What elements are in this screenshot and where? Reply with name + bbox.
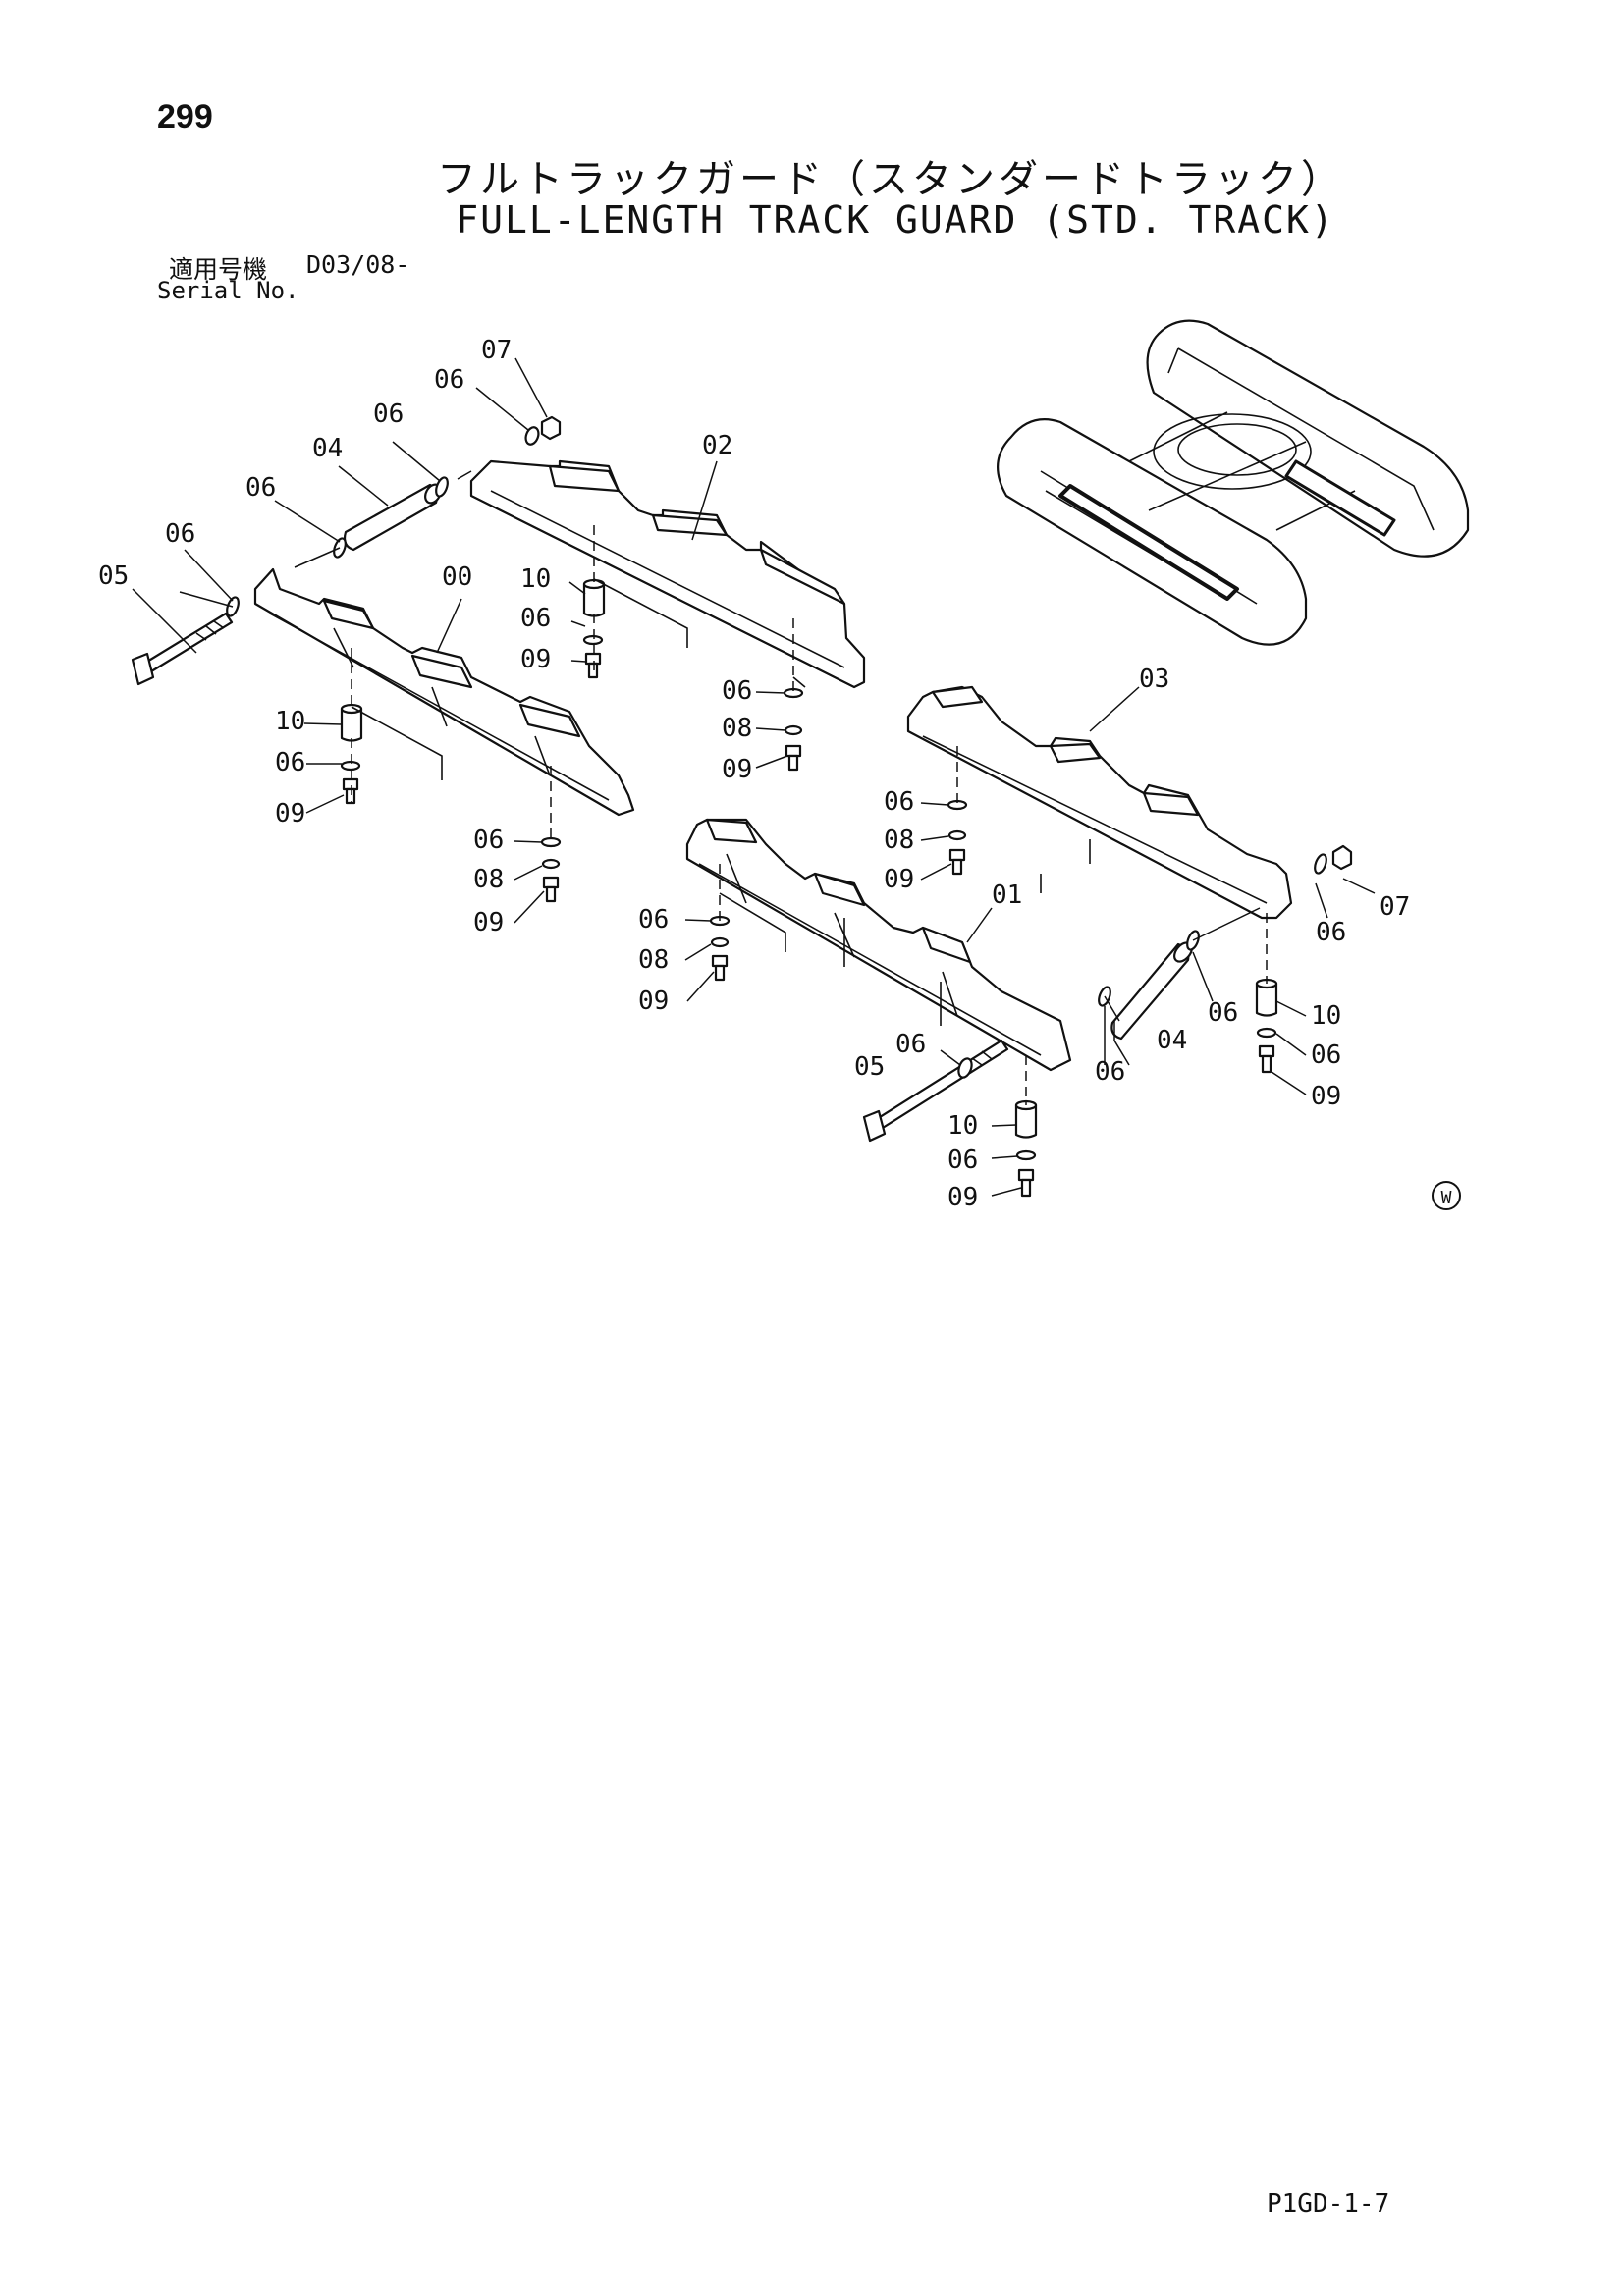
callout-03: 03 [1139,665,1169,694]
callout-07: 07 [481,336,512,365]
callout-05: 05 [854,1052,885,1082]
callout-06: 06 [245,473,276,503]
callout-05: 05 [98,561,129,591]
callout-10: 10 [520,564,551,594]
callout-09: 09 [1311,1082,1341,1111]
callout-06: 06 [373,400,404,429]
callout-labels: 07 06 06 04 06 06 05 02 00 10 06 09 10 0… [98,336,1410,1212]
callout-06: 06 [1316,918,1346,947]
callout-06: 06 [473,826,504,855]
callout-08: 08 [473,865,504,894]
callout-06: 06 [520,604,551,633]
title-english: FULL-LENGTH TRACK GUARD (STD. TRACK) [456,198,1335,241]
bolts-05 [131,612,1009,1143]
callout-07: 07 [1380,892,1410,922]
callout-06: 06 [1095,1057,1125,1087]
callout-04: 04 [1157,1026,1187,1055]
callout-06: 06 [1208,998,1238,1028]
track-guard-03 [906,685,1293,920]
callout-00: 00 [442,562,472,592]
circled-w-mark: W [1432,1181,1461,1210]
callout-leaders [132,357,1376,1197]
track-guard-00 [253,567,635,817]
callout-06: 06 [434,365,464,395]
callout-09: 09 [884,865,914,894]
document-code: P1GD-1-7 [1267,2189,1390,2218]
callout-09: 09 [947,1183,978,1212]
callout-09: 09 [275,799,305,828]
callout-06: 06 [722,676,752,706]
assembly-lines [179,470,1268,1105]
undercarriage-thumbnail [997,319,1470,646]
callout-01: 01 [992,881,1022,910]
callout-06: 06 [947,1146,978,1175]
serial-label-japanese: 適用号機 [169,255,268,284]
title-japanese: フルトラックガード（スタンダードトラック） [437,157,1344,202]
callout-08: 08 [722,714,752,743]
callout-06: 06 [165,519,195,549]
callout-10: 10 [1311,1001,1341,1031]
callout-09: 09 [473,908,504,937]
callout-09: 09 [520,645,551,674]
track-guard-02 [469,459,866,689]
track-guard-01 [685,818,1072,1072]
serial-label-english: Serial No. [157,277,299,304]
callout-08: 08 [638,945,669,975]
callout-08: 08 [884,826,914,855]
callout-06: 06 [884,787,914,817]
callout-09: 09 [638,987,669,1016]
callout-09: 09 [722,755,752,784]
callout-10: 10 [947,1111,978,1141]
callout-06: 06 [1311,1041,1341,1070]
callout-02: 02 [702,431,732,460]
callout-06: 06 [895,1030,926,1059]
w-mark-letter: W [1441,1188,1452,1208]
callout-06: 06 [638,905,669,934]
callout-10: 10 [275,707,305,736]
serial-code: D03/08- [306,250,410,279]
callout-06: 06 [275,748,305,777]
callout-04: 04 [312,434,343,463]
spacer-stacks [340,578,1278,1198]
page-number: 299 [157,98,213,135]
